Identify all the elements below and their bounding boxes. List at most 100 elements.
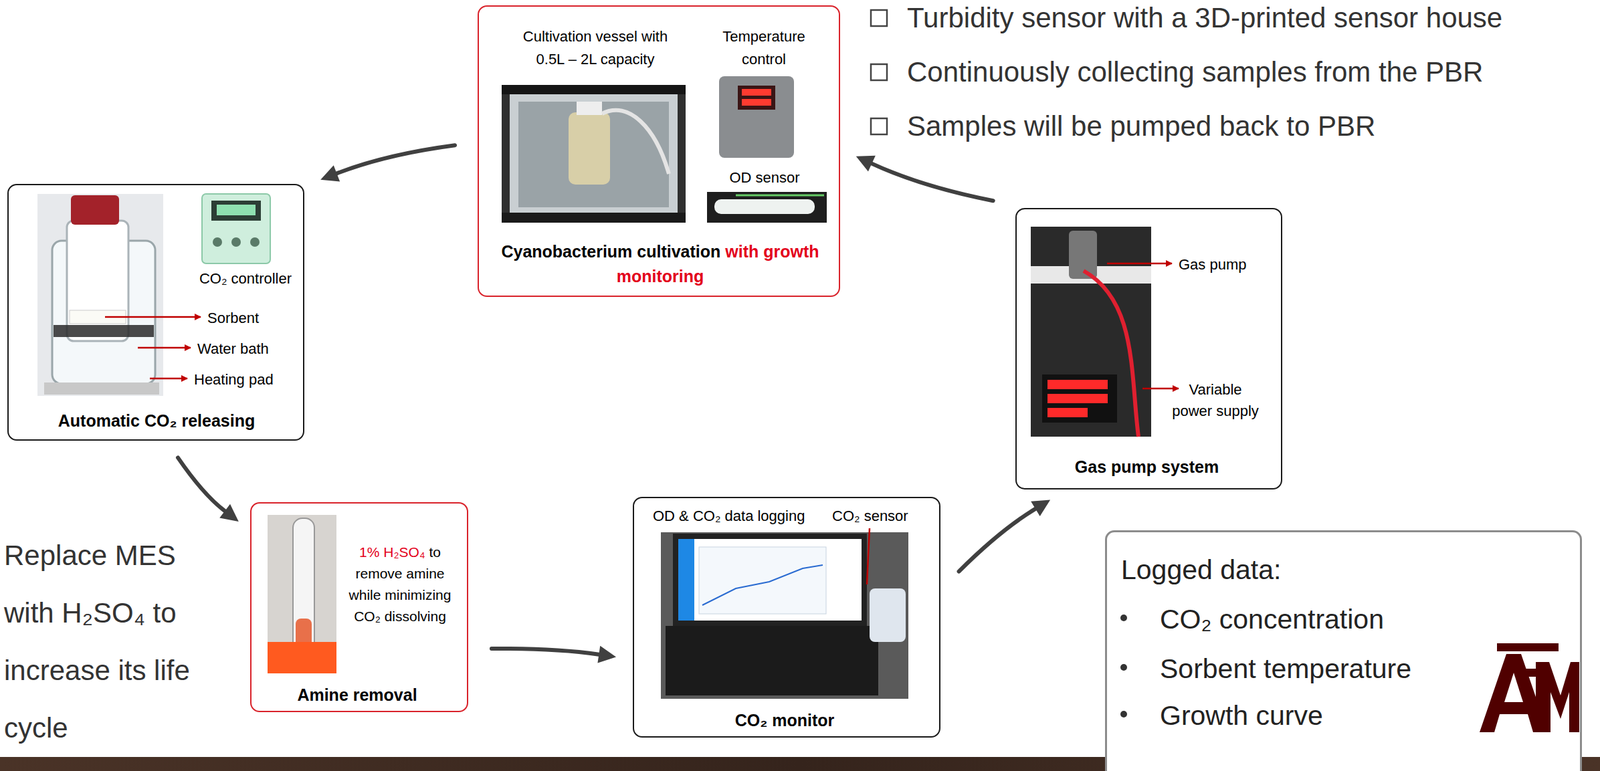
screen-curve — [702, 565, 823, 606]
screen-sidebar — [678, 539, 695, 621]
photo-ground — [660, 532, 909, 699]
photo-caption: CO₂ sensor — [832, 507, 909, 525]
arrow-line — [959, 509, 1036, 572]
box-title: Automatic CO₂ releasing — [16, 411, 297, 431]
display-digits — [741, 98, 772, 106]
water-line — [53, 325, 154, 338]
leader-line — [1107, 262, 1172, 265]
part-label: Variable power supply — [1168, 379, 1263, 423]
glass-tank — [509, 94, 678, 215]
note-text: 1% H₂SO₄to remove amine while minimizing… — [341, 541, 459, 628]
logo-counter — [1504, 672, 1524, 703]
arrow-line — [336, 145, 455, 174]
process-box: 1% H₂SO₄to remove amine while minimizing… — [250, 502, 469, 713]
checkbox — [870, 64, 887, 81]
arrow-head — [856, 155, 876, 172]
note-text: Turbidity sensor with a 3D-printed senso… — [907, 2, 1503, 35]
screen-chart — [698, 547, 827, 615]
checkbox — [870, 118, 887, 135]
part-label: Heating pad — [193, 371, 274, 388]
list-item: Sorbent temperature — [1159, 653, 1412, 685]
list-item: CO₂ concentration — [1159, 604, 1384, 636]
button — [212, 237, 223, 247]
laptop-photo — [660, 532, 909, 699]
flow-arrow — [491, 646, 617, 664]
photo-ground — [37, 193, 164, 396]
list-item: Growth curve — [1159, 700, 1324, 732]
sorbent-bottle — [66, 220, 129, 342]
bullet — [1120, 711, 1128, 718]
tube-rack — [267, 642, 337, 674]
tubing — [602, 110, 669, 174]
leader-line — [137, 347, 191, 350]
flow-arrow — [856, 155, 994, 201]
box-title: CO₂ monitor — [634, 711, 936, 731]
leader-line — [1142, 387, 1179, 390]
heating-pad — [44, 382, 160, 395]
logo-bar — [1496, 643, 1559, 652]
photo-caption: Temperature control — [713, 25, 815, 71]
controller-display — [737, 85, 776, 110]
photo-caption: OD & CO₂ data logging — [652, 507, 805, 525]
bottle-cap — [70, 195, 120, 225]
note-text: Replace MES with H₂SO₄ to increase its l… — [4, 527, 205, 758]
logo-letter — [1535, 662, 1580, 733]
photo-ground — [1030, 226, 1152, 437]
water — [518, 101, 669, 208]
university-logo — [1479, 643, 1580, 733]
supply-display — [1042, 374, 1118, 423]
co2-controller-photo — [202, 193, 271, 264]
photo-caption: Cultivation vessel with 0.5L – 2L capaci… — [511, 25, 679, 71]
part-label: Sorbent — [207, 309, 259, 327]
bullet — [1120, 664, 1128, 671]
display-digits — [1047, 408, 1088, 418]
leader-line — [105, 316, 201, 319]
flow-arrow — [177, 457, 239, 522]
display-digits — [1047, 393, 1108, 404]
process-box: CO₂ controllerSorbentWater bathHeating p… — [7, 183, 305, 441]
sorbent-beaker-photo — [37, 193, 164, 396]
controller-display — [211, 200, 261, 221]
note-text: Continuously collecting samples from the… — [907, 56, 1483, 89]
tank-base — [501, 212, 686, 223]
tank-lid — [501, 84, 686, 95]
display-digits — [741, 88, 772, 96]
box-title: Gas pump system — [1016, 457, 1277, 477]
cultivation-photo — [501, 84, 686, 223]
panel-ground — [1105, 530, 1582, 771]
sensor-wire — [735, 194, 825, 197]
photo-ground — [267, 515, 337, 674]
part-label: Gas pump — [1178, 256, 1247, 273]
arrow-line — [871, 163, 993, 202]
note-text: Samples will be pumped back to PBR — [907, 110, 1376, 143]
display-digits — [1047, 379, 1108, 390]
sensor-tube — [714, 199, 815, 215]
info-panel: Logged data: CO₂ concentrationSorbent tem… — [1105, 530, 1582, 771]
arrow-head — [597, 646, 617, 664]
photo-caption: CO₂ controller — [191, 270, 299, 287]
flow-arrow — [959, 499, 1051, 572]
logo-letter — [1518, 668, 1538, 677]
arrow-head — [320, 165, 340, 182]
bullet — [1120, 614, 1128, 622]
note-text-part: 1% H₂SO₄ — [359, 544, 425, 560]
photo-ground — [501, 84, 686, 223]
temperature-controller-photo — [719, 76, 794, 158]
controller-body — [719, 76, 794, 158]
process-box: Cultivation vessel with 0.5L – 2L capaci… — [477, 5, 841, 297]
panel-heading: Logged data: — [1121, 554, 1281, 586]
arrow-head — [219, 504, 239, 522]
arrow-head — [1030, 499, 1051, 517]
button — [250, 237, 260, 247]
co2-sensor-device — [869, 588, 906, 643]
photo-ground — [707, 191, 827, 223]
display-digits — [216, 204, 256, 216]
gas-pump-photo — [1030, 226, 1152, 437]
amine-trap-photo — [267, 515, 337, 674]
button — [231, 237, 241, 247]
box-title: Cyanobacterium cultivationwith growth mo… — [492, 239, 829, 289]
od-sensor-photo — [707, 191, 827, 223]
arrow-line — [177, 457, 225, 512]
process-box: OD & CO₂ data logging CO₂ sensorCO₂ monit… — [632, 496, 941, 738]
